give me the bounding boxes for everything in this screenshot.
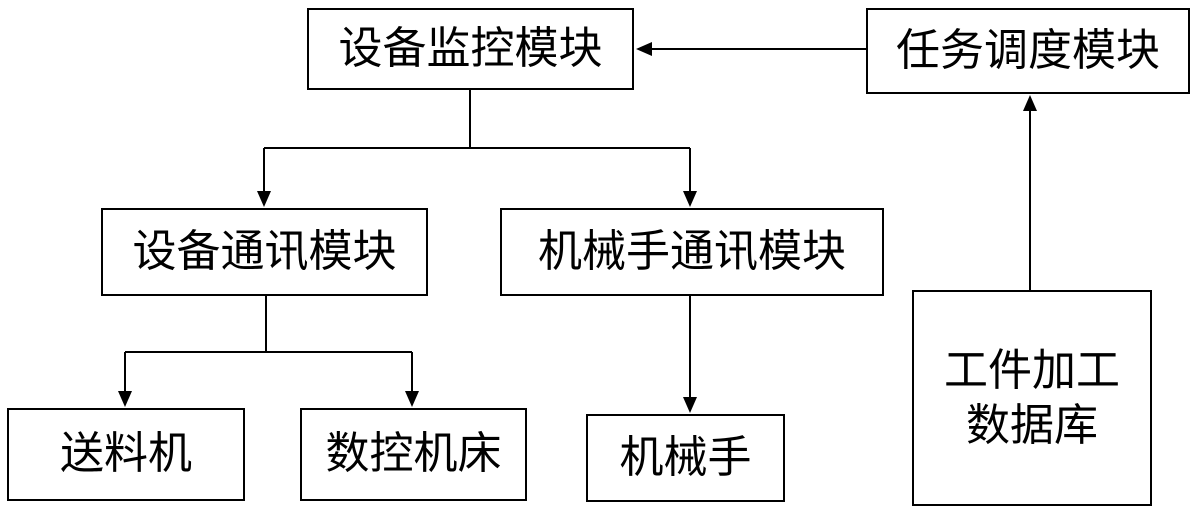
- device-communication-module-label: 设备通讯模块: [132, 225, 397, 277]
- task-scheduling-module-box: 任务调度模块: [866, 8, 1190, 94]
- robot-arm-communication-module-box: 机械手通讯模块: [500, 208, 884, 296]
- feeder-label: 送料机: [60, 428, 192, 480]
- robot-arm-communication-module-label: 机械手通讯模块: [538, 225, 846, 277]
- robot-arm-box: 机械手: [586, 414, 785, 502]
- device-monitoring-module-box: 设备监控模块: [307, 8, 634, 90]
- edge-devcomm-to-machines: [118, 296, 419, 407]
- edge-monitoring-to-comm-modules: [257, 90, 697, 207]
- device-monitoring-module-label: 设备监控模块: [338, 22, 603, 74]
- edge-scheduling-to-monitoring: [636, 42, 866, 56]
- workpiece-database-box: 工件加工 数据库: [912, 290, 1152, 506]
- task-scheduling-module-label: 任务调度模块: [896, 24, 1160, 76]
- edge-robotcomm-to-robot: [683, 296, 697, 413]
- device-communication-module-box: 设备通讯模块: [101, 208, 428, 296]
- workpiece-database-label: 工件加工 数据库: [944, 343, 1120, 453]
- workpiece-database-label-line2: 数据库: [966, 400, 1098, 451]
- cnc-machine-box: 数控机床: [300, 408, 527, 501]
- workpiece-database-label-line1: 工件加工: [944, 345, 1120, 396]
- feeder-box: 送料机: [7, 408, 245, 501]
- cnc-machine-label: 数控机床: [325, 428, 502, 480]
- robot-arm-label: 机械手: [619, 431, 752, 483]
- edge-database-to-scheduling: [1023, 95, 1037, 290]
